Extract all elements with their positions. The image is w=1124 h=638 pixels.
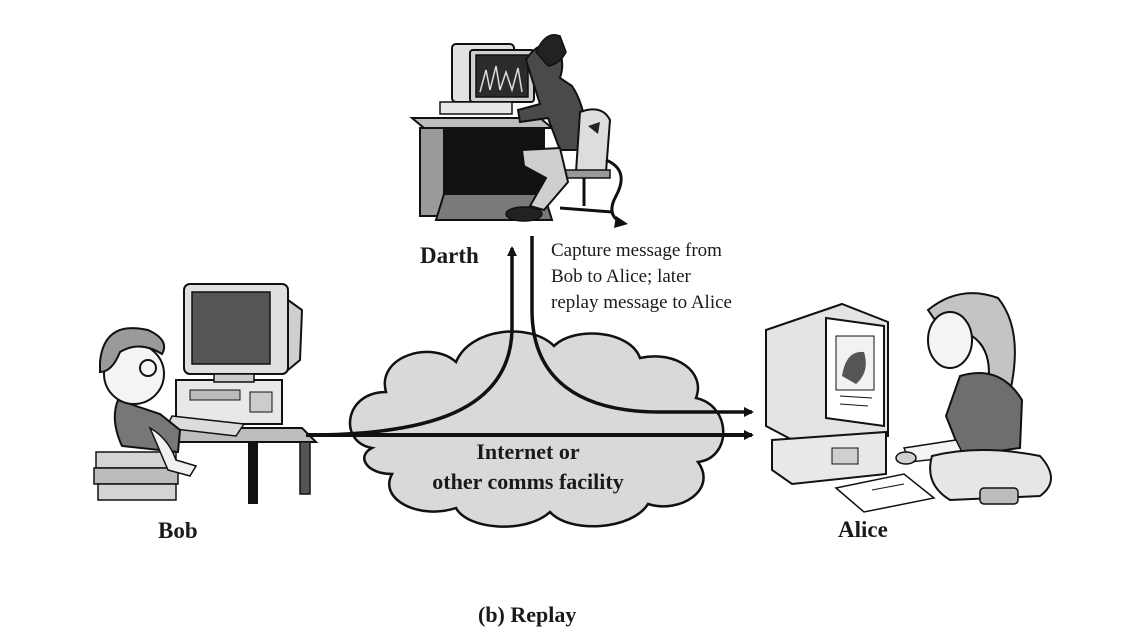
- note-line-1: Capture message from: [551, 240, 722, 261]
- network-label: Internet or other comms facility: [398, 437, 658, 497]
- replay-arrow: [530, 236, 754, 417]
- network-cloud: [348, 330, 725, 528]
- alice-illustration: [765, 292, 1052, 513]
- darth-illustration: [409, 34, 628, 228]
- bob-illustration: [93, 283, 319, 504]
- darth-label: Darth: [420, 243, 479, 268]
- alice-label: Alice: [838, 517, 888, 542]
- network-line-2: other comms facility: [432, 469, 624, 494]
- note-line-2: Bob to Alice; later: [551, 266, 691, 287]
- note-line-3: replay message to Alice: [551, 292, 732, 313]
- capture-arrow: [305, 246, 517, 437]
- figure-caption: (b) Replay: [478, 602, 577, 627]
- network-line-1: Internet or: [476, 439, 580, 464]
- attack-note: Capture message from Bob to Alice; later…: [551, 238, 732, 316]
- bob-label: Bob: [158, 518, 198, 543]
